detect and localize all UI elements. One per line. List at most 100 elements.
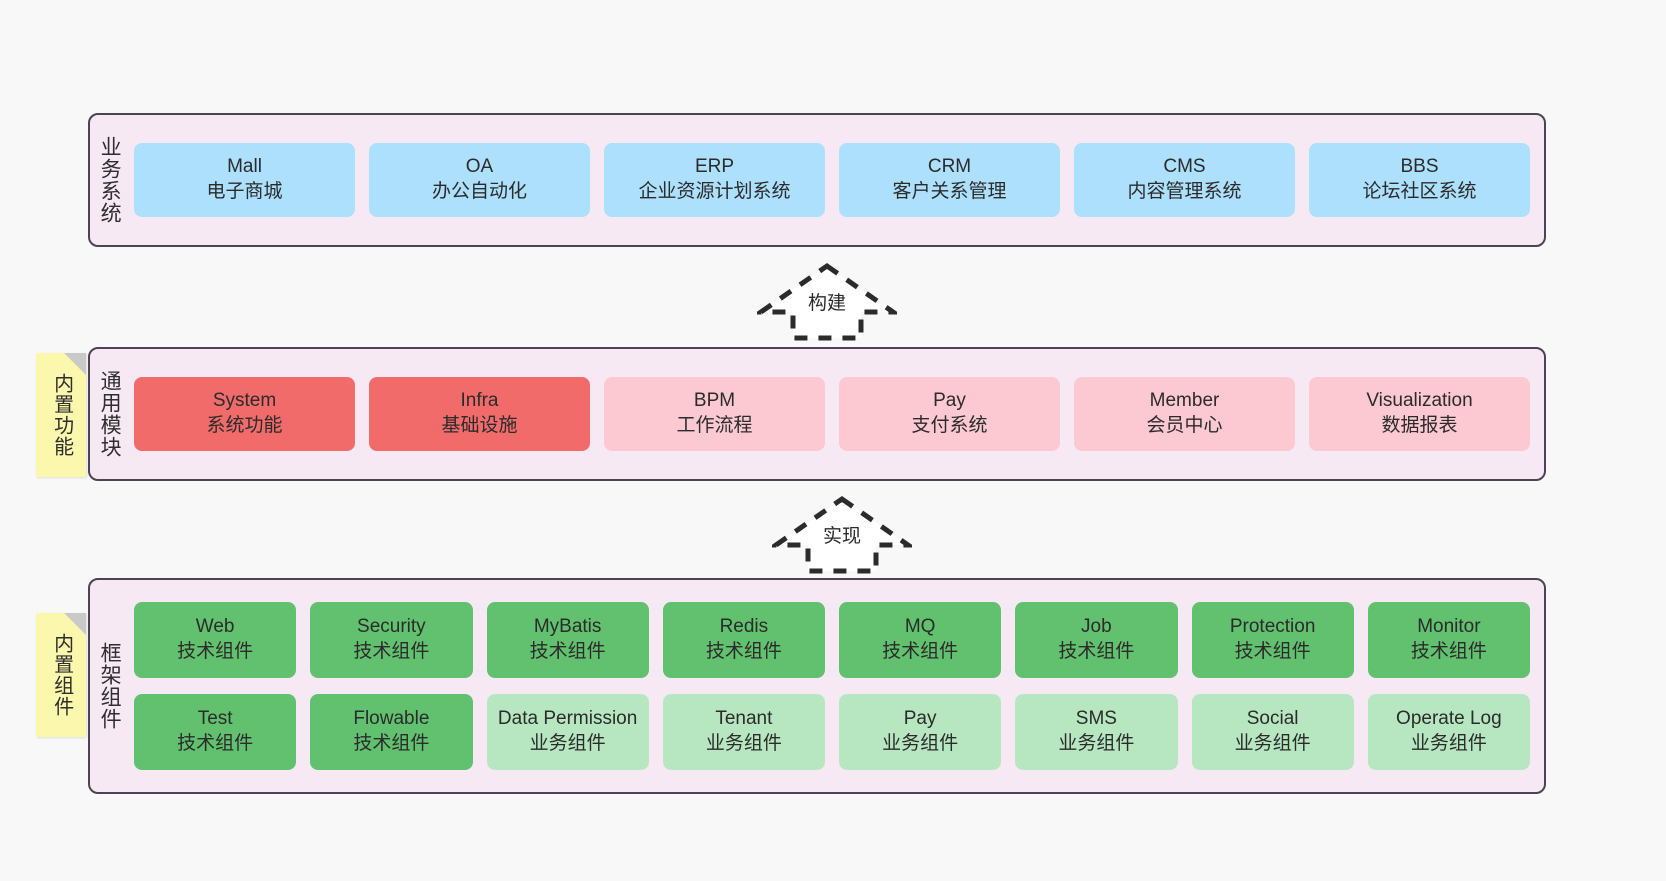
card-row: System 系统功能 Infra 基础设施 BPM 工作流程 Pay 支付系统…	[134, 377, 1530, 451]
card-subtitle: 技术组件	[353, 733, 430, 754]
card-subtitle: 技术组件	[1234, 641, 1311, 662]
card-flowable[interactable]: Flowable 技术组件	[310, 694, 473, 770]
layer-body-framework-components: Web 技术组件 Security 技术组件 MyBatis 技术组件 Redi…	[128, 580, 1544, 792]
card-cms[interactable]: CMS 内容管理系统	[1074, 143, 1295, 217]
card-title: Operate Log	[1396, 708, 1502, 730]
card-mq[interactable]: MQ 技术组件	[839, 602, 1002, 678]
card-title: Protection	[1229, 616, 1316, 638]
card-title: Visualization	[1366, 390, 1473, 412]
card-row-business: Test 技术组件 Flowable 技术组件 Data Permission …	[134, 694, 1530, 770]
connector-implement: 实现	[772, 495, 912, 575]
card-infra[interactable]: Infra 基础设施	[369, 377, 590, 451]
card-subtitle: 论坛社区系统	[1362, 181, 1477, 202]
card-title: Social	[1246, 708, 1299, 730]
connector-build: 构建	[757, 262, 897, 342]
card-title: CMS	[1163, 156, 1206, 178]
card-title: System	[212, 390, 277, 412]
card-title: Mall	[227, 156, 262, 178]
card-monitor[interactable]: Monitor 技术组件	[1367, 602, 1530, 678]
card-mybatis[interactable]: MyBatis 技术组件	[486, 602, 649, 678]
layer-title-common-modules: 通用模块	[98, 370, 122, 458]
card-subtitle: 电子商城	[206, 181, 283, 202]
card-subtitle: 业务组件	[1058, 733, 1135, 754]
card-row-tech: Web 技术组件 Security 技术组件 MyBatis 技术组件 Redi…	[134, 602, 1530, 678]
layer-body-business-system: Mall 电子商城 OA 办公自动化 ERP 企业资源计划系统 CRM 客户关系…	[128, 115, 1544, 245]
card-title: Redis	[719, 616, 769, 638]
card-bbs[interactable]: BBS 论坛社区系统	[1309, 143, 1530, 217]
card-security[interactable]: Security 技术组件	[310, 602, 473, 678]
card-tenant[interactable]: Tenant 业务组件	[662, 694, 825, 770]
card-title: Tenant	[715, 708, 773, 730]
card-title: Job	[1081, 616, 1112, 638]
folded-corner-icon	[64, 613, 86, 635]
card-web[interactable]: Web 技术组件	[134, 602, 297, 678]
card-oa[interactable]: OA 办公自动化	[369, 143, 590, 217]
layer-title-framework-components: 框架组件	[98, 642, 122, 730]
card-subtitle: 技术组件	[882, 641, 959, 662]
layer-framework-components: 框架组件 Web 技术组件 Security 技术组件 MyBatis 技术组件…	[88, 578, 1546, 794]
card-pay[interactable]: Pay 支付系统	[839, 377, 1060, 451]
sticky-note-builtin-features: 内置功能	[36, 353, 86, 477]
card-mall[interactable]: Mall 电子商城	[134, 143, 355, 217]
card-title: MQ	[904, 616, 936, 638]
card-system[interactable]: System 系统功能	[134, 377, 355, 451]
card-crm[interactable]: CRM 客户关系管理	[839, 143, 1060, 217]
card-title: MyBatis	[533, 616, 602, 638]
card-bpm[interactable]: BPM 工作流程	[604, 377, 825, 451]
card-title: Data Permission	[497, 708, 638, 730]
card-row: Mall 电子商城 OA 办公自动化 ERP 企业资源计划系统 CRM 客户关系…	[134, 143, 1530, 217]
card-subtitle: 技术组件	[177, 733, 254, 754]
layer-business-system: 业务系统 Mall 电子商城 OA 办公自动化 ERP 企业资源计划系统 CRM	[88, 113, 1546, 247]
folded-corner-icon	[64, 353, 86, 375]
layer-body-common-modules: System 系统功能 Infra 基础设施 BPM 工作流程 Pay 支付系统…	[128, 349, 1544, 479]
card-subtitle: 技术组件	[1410, 641, 1487, 662]
card-title: Security	[357, 616, 426, 638]
card-subtitle: 业务组件	[1234, 733, 1311, 754]
card-subtitle: 数据报表	[1381, 415, 1458, 436]
card-pay-business[interactable]: Pay 业务组件	[839, 694, 1002, 770]
card-subtitle: 办公自动化	[431, 181, 527, 202]
card-social[interactable]: Social 业务组件	[1191, 694, 1354, 770]
sticky-note-label: 内置组件	[50, 633, 73, 717]
card-title: Member	[1149, 390, 1220, 412]
card-subtitle: 基础设施	[441, 415, 518, 436]
card-protection[interactable]: Protection 技术组件	[1191, 602, 1354, 678]
card-title: BBS	[1400, 156, 1439, 178]
card-subtitle: 技术组件	[353, 641, 430, 662]
connector-implement-label: 实现	[822, 526, 862, 547]
card-subtitle: 支付系统	[911, 415, 988, 436]
card-subtitle: 技术组件	[529, 641, 606, 662]
card-redis[interactable]: Redis 技术组件	[662, 602, 825, 678]
card-subtitle: 系统功能	[206, 415, 283, 436]
layer-title-business-system: 业务系统	[98, 136, 122, 224]
card-title: Flowable	[353, 708, 430, 730]
card-subtitle: 客户关系管理	[892, 181, 1007, 202]
card-data-permission[interactable]: Data Permission 业务组件	[486, 694, 649, 770]
card-title: SMS	[1075, 708, 1117, 730]
card-job[interactable]: Job 技术组件	[1015, 602, 1178, 678]
card-title: Web	[195, 616, 235, 638]
card-member[interactable]: Member 会员中心	[1074, 377, 1295, 451]
card-title: Infra	[460, 390, 499, 412]
card-title: Pay	[933, 390, 966, 412]
card-title: Test	[197, 708, 233, 730]
sticky-note-builtin-components: 内置组件	[36, 613, 86, 737]
up-arrow-dashed-icon	[757, 262, 897, 341]
card-test[interactable]: Test 技术组件	[134, 694, 297, 770]
card-subtitle: 业务组件	[529, 733, 606, 754]
card-subtitle: 内容管理系统	[1127, 181, 1242, 202]
card-sms[interactable]: SMS 业务组件	[1015, 694, 1178, 770]
card-visualization[interactable]: Visualization 数据报表	[1309, 377, 1530, 451]
card-title: CRM	[927, 156, 972, 178]
card-subtitle: 工作流程	[676, 415, 753, 436]
card-erp[interactable]: ERP 企业资源计划系统	[604, 143, 825, 217]
card-title: OA	[465, 156, 494, 178]
sticky-note-label: 内置功能	[50, 373, 73, 457]
connector-build-label: 构建	[807, 293, 847, 314]
card-subtitle: 会员中心	[1146, 415, 1223, 436]
card-title: BPM	[693, 390, 736, 412]
card-subtitle: 业务组件	[882, 733, 959, 754]
card-operate-log[interactable]: Operate Log 业务组件	[1367, 694, 1530, 770]
up-arrow-dashed-icon	[772, 495, 912, 574]
